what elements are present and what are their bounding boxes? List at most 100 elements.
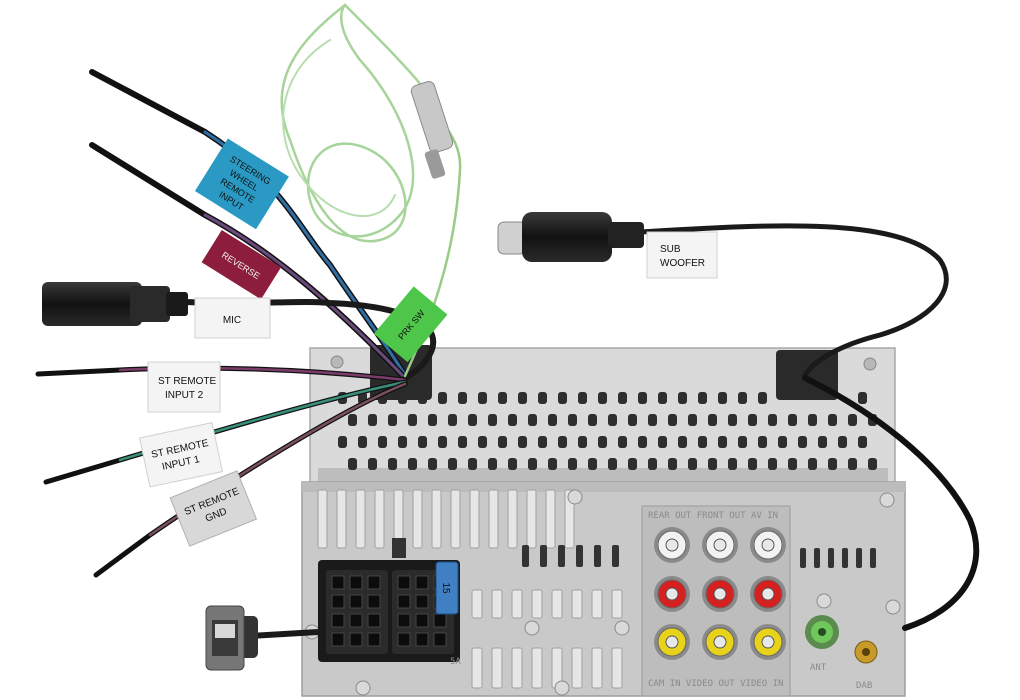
label-st-remote-input-1: ST REMOTE INPUT 1 [138,422,223,488]
heatsink-rib [571,647,583,689]
vent-hole [508,458,517,470]
heatsink-ribs [317,489,623,689]
heatsink-rib [511,647,523,689]
vent-hole [408,458,417,470]
panel-slot [612,545,619,567]
connector-pin [415,613,429,628]
heatsink-rib [507,489,518,549]
vent-hole [748,458,757,470]
heatsink-rib [450,489,461,549]
vent-hole [788,414,797,426]
rca-jack-pin [713,635,727,649]
vent-hole [568,458,577,470]
panel-slot [522,545,529,567]
heatsink-rib [491,647,503,689]
connector-pin [367,594,381,609]
mic-label-text: MIC [223,315,241,326]
heatsink-rib [526,489,537,549]
usb-cable [205,605,319,671]
vent-hole [498,436,507,448]
vent-hole [628,414,637,426]
connector-pin [397,575,411,590]
connector-pin [367,632,381,647]
label-sub-woofer: SUB WOOFER [646,231,718,279]
panel-slot [856,548,862,568]
vent-hole [608,458,617,470]
vent-hole [488,414,497,426]
vent-hole [798,436,807,448]
vent-hole [348,414,357,426]
vent-hole [718,392,727,404]
vent-hole [368,414,377,426]
vent-hole [338,436,347,448]
vent-hole [708,414,717,426]
vent-hole [648,458,657,470]
vent-hole [618,436,627,448]
connector-pin [349,575,363,590]
vent-hole [738,392,747,404]
connector-pin [415,632,429,647]
vent-hole [448,414,457,426]
vent-hole [648,414,657,426]
label-prk-sw: PRK SW [373,286,448,363]
vent-hole [808,414,817,426]
vent-hole [688,458,697,470]
vent-hole [588,458,597,470]
heatsink-rib [469,489,480,549]
screw [330,355,344,369]
vent-hole [368,458,377,470]
vent-hole [618,392,627,404]
vent-hole [538,436,547,448]
vent-hole [458,392,467,404]
vent-hole [728,458,737,470]
subwoofer-rca-plug [497,212,644,262]
rca-jack-pin [665,635,679,649]
vent-hole [698,392,707,404]
vent-hole [808,458,817,470]
vent-hole [438,392,447,404]
connector-pin [433,613,447,628]
dab-text: DAB [856,681,872,691]
heatsink-rib [412,489,423,549]
panel-slot [576,545,583,567]
connector-pin [331,594,345,609]
rca-jack-pin [713,538,727,552]
vent-hole [758,436,767,448]
vent-hole [388,414,397,426]
vent-hole [718,436,727,448]
connector-pin [331,575,345,590]
vent-hole [438,436,447,448]
vent-hole [678,392,687,404]
vent-hole [498,392,507,404]
subwoofer-label-line2: WOOFER [660,258,705,269]
heatsink-rib [336,489,347,549]
rear-panel: 15 5A REAR OUT FRONT OUT AV IN CAM IN VI… [205,481,906,697]
panel-slot [540,545,547,567]
rca-header-text: REAR OUT FRONT OUT AV IN [648,511,778,521]
vent-hole [678,436,687,448]
heatsink-rib [431,489,442,549]
vent-hole [398,436,407,448]
rca-jack-pin [665,538,679,552]
vent-hole [828,414,837,426]
vent-hole [818,436,827,448]
rca-jack-pin [665,587,679,601]
vent-hole [598,392,607,404]
vent-hole [828,458,837,470]
vent-hole [778,436,787,448]
st-remote-input2-line2: INPUT 2 [165,390,204,401]
vent-hole [458,436,467,448]
panel-slot [828,548,834,568]
panel-slots [522,545,876,568]
panel-screws [304,489,901,696]
heatsink-rib [551,589,563,619]
connector-pin [415,575,429,590]
heatsink-rib [471,647,483,689]
vent-hole [838,436,847,448]
vent-hole [478,392,487,404]
heatsink-rib [374,489,385,549]
rca-jack-pin [761,587,775,601]
vent-hole [728,414,737,426]
vent-hole [608,414,617,426]
vent-hole [738,436,747,448]
